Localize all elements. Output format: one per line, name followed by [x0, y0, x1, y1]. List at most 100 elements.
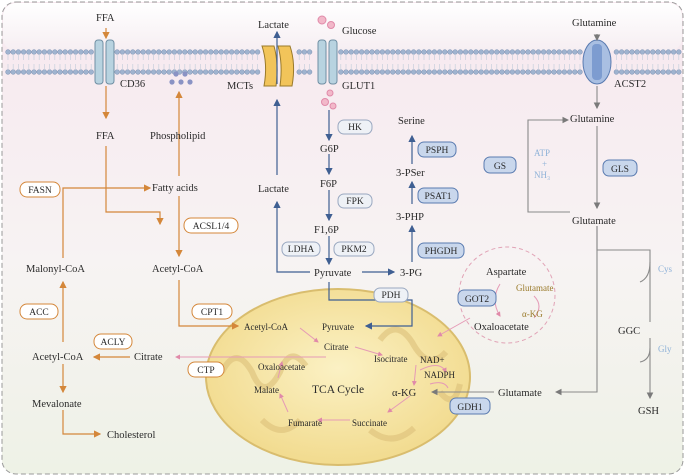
gly-label: Gly [658, 344, 672, 354]
svg-text:GLS: GLS [611, 165, 629, 175]
svg-text:FPK: FPK [346, 197, 364, 207]
enzyme-gdh1: GDH1 [449, 397, 491, 415]
enzyme-psph: PSPH [417, 141, 457, 158]
acetyl-coa-left: Acetyl-CoA [32, 352, 84, 363]
plus-label: + [542, 159, 547, 169]
enzyme-acc: ACC [19, 303, 59, 320]
svg-text:PHGDH: PHGDH [425, 247, 458, 257]
enzyme-phgdh: PHGDH [417, 242, 465, 259]
akg-mito: α-KG [392, 388, 417, 399]
cd36-label: CD36 [120, 79, 145, 90]
citrate-mito: Citrate [324, 342, 349, 352]
svg-text:HK: HK [348, 123, 362, 133]
cholesterol-label: Cholesterol [107, 430, 155, 441]
svg-text:PDH: PDH [381, 291, 400, 301]
lipid-pathway-arrows [59, 28, 240, 438]
mcts-label: MCTs [227, 81, 253, 92]
acst2-transporter [582, 39, 612, 85]
glutamine-arrows [430, 34, 654, 400]
mcts-transporter [261, 45, 295, 87]
aspartate-label: Aspartate [486, 267, 527, 278]
cell-membrane [5, 49, 682, 75]
fumarate-label: Fumarate [288, 418, 322, 428]
svg-text:ACLY: ACLY [101, 338, 126, 348]
pyruvate-mito: Pyruvate [322, 322, 354, 332]
malonyl-coa-label: Malonyl-CoA [26, 264, 85, 275]
tca-cycle-label: TCA Cycle [312, 384, 364, 396]
svg-text:CTP: CTP [197, 366, 214, 376]
ffa-extracellular: FFA [96, 13, 115, 24]
isocitrate-label: Isocitrate [374, 354, 407, 364]
3-pg-label: 3-PG [400, 268, 423, 279]
gsh-label: GSH [638, 406, 659, 417]
glutamate-mito: Glutamate [498, 388, 542, 399]
cys-label: Cys [658, 264, 673, 274]
ffa-intracellular: FFA [96, 131, 115, 142]
enzyme-got2: GOT2 [457, 289, 497, 307]
svg-text:PKM2: PKM2 [341, 245, 367, 255]
enzyme-cpt1: CPT1 [191, 303, 233, 320]
oxaloacetate-transamination: Oxaloacetate [474, 322, 529, 333]
svg-text:PSAT1: PSAT1 [425, 192, 452, 202]
fatty-acids-label: Fatty acids [152, 183, 198, 194]
enzyme-fasn: FASN [19, 181, 61, 198]
svg-text:LDHA: LDHA [288, 245, 315, 255]
glutamate-cytosol: Glutamate [572, 216, 616, 227]
lactate-intracellular: Lactate [258, 184, 289, 195]
extracellular-space [3, 3, 682, 51]
3-pser-label: 3-PSer [396, 168, 425, 179]
succinate-label: Succinate [352, 418, 387, 428]
cd36-transporter [94, 39, 115, 85]
pyruvate-cytosol: Pyruvate [314, 268, 352, 279]
glutamine-extracellular: Glutamine [572, 18, 617, 29]
enzyme-gs: GS [483, 156, 517, 174]
glut1-label: GLUT1 [342, 81, 375, 92]
citrate-cytosol: Citrate [134, 352, 163, 363]
enzyme-fpk: FPK [337, 193, 373, 209]
enzyme-acsl: ACSL1/4 [183, 217, 239, 234]
svg-text:PSPH: PSPH [426, 146, 449, 156]
acetyl-coa-mito: Acetyl-CoA [244, 322, 288, 332]
glut1-transporter [317, 39, 338, 85]
glucose-molecules-icon [317, 15, 337, 110]
svg-text:GDH1: GDH1 [457, 403, 483, 413]
3-php-label: 3-PHP [396, 212, 424, 223]
enzyme-hk: HK [337, 119, 373, 135]
glycolysis-arrows [273, 30, 416, 330]
acst2-label: ACST2 [614, 79, 646, 90]
glutamate-small-label: Glutamate [516, 283, 554, 293]
enzyme-psat1: PSAT1 [417, 187, 459, 204]
serine-label: Serine [398, 116, 425, 127]
f16p-label: F1,6P [314, 225, 339, 236]
malate-label: Malate [254, 385, 279, 395]
glucose-label: Glucose [342, 26, 377, 37]
lactate-extracellular: Lactate [258, 20, 289, 31]
svg-text:FASN: FASN [28, 186, 52, 196]
tca-arrows [175, 283, 540, 423]
svg-text:ACSL1/4: ACSL1/4 [193, 222, 230, 232]
enzyme-acly: ACLY [93, 333, 133, 350]
akg-small-label: α-KG [522, 309, 543, 319]
svg-text:GS: GS [494, 162, 506, 172]
phospholipid-icon [169, 71, 193, 85]
nadph-label: NADPH [424, 370, 456, 380]
enzyme-ldha: LDHA [281, 241, 321, 257]
enzyme-gls: GLS [602, 159, 638, 177]
oxaloacetate-mito: Oxaloacetate [258, 362, 305, 372]
ggc-label: GGC [618, 326, 640, 337]
phospholipid-label: Phospholipid [150, 131, 206, 142]
svg-text:ACC: ACC [29, 308, 49, 318]
svg-text:CPT1: CPT1 [201, 308, 223, 318]
mevalonate-label: Mevalonate [32, 399, 82, 410]
mitochondrion [205, 288, 471, 466]
nad-label: NAD+ [420, 355, 445, 365]
g6p-label: G6P [320, 144, 339, 155]
enzyme-pkm2: PKM2 [333, 241, 375, 257]
acetyl-coa-cytosol: Acetyl-CoA [152, 264, 204, 275]
glutamine-intracellular: Glutamine [570, 114, 615, 125]
enzyme-ctp: CTP [187, 361, 225, 378]
f6p-label: F6P [320, 179, 337, 190]
svg-text:GOT2: GOT2 [465, 295, 490, 305]
